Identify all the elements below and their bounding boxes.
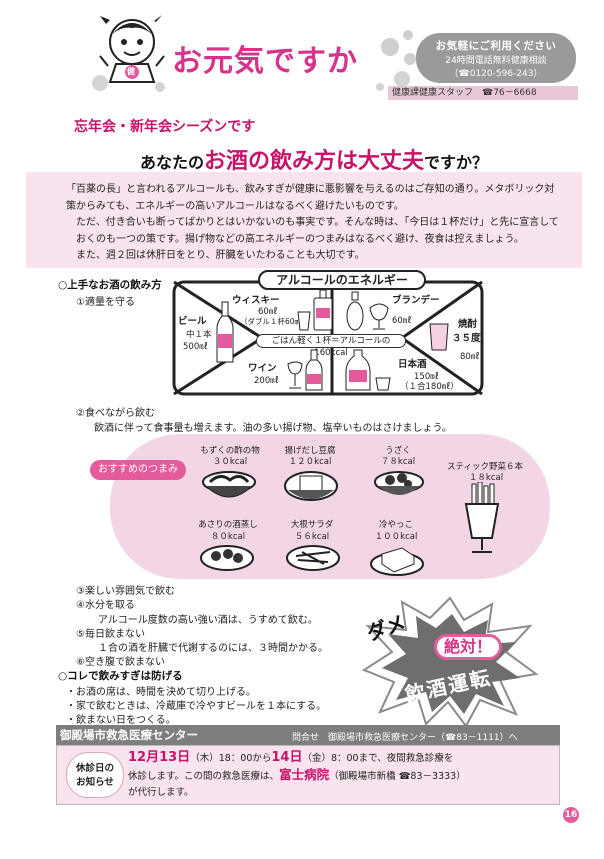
bullet-item: ・お酒の席は、時間を決めて切り上げる。 — [66, 687, 256, 698]
tip-description: アルコール度数の高い強い酒は、うすめて飲む。 — [98, 615, 318, 626]
snack-name: あさりの酒蒸し — [198, 520, 258, 530]
snack-name: 大根サラダ — [290, 520, 334, 530]
notice-text: 休診します。この間の救急医療は、 — [128, 771, 280, 782]
mozuku-dish-icon — [202, 471, 256, 498]
snack-calories: ７８kcal — [380, 457, 416, 467]
whisky-volume: 60㎖ — [258, 307, 278, 317]
emergency-contact: 問合せ 御殿場市救急医療センター（☎83－1111）へ — [292, 733, 518, 743]
shochu-degree: ３５度 — [452, 333, 481, 344]
page-number: 16 — [563, 807, 579, 823]
wine-volume: 200㎖ — [254, 376, 279, 386]
intro-paragraph: また、週２回は休肝日をとり、肝臓をいたわることも大切です。 — [76, 250, 365, 261]
tips-heading: ○上手なお酒の飲み方 — [58, 279, 162, 291]
brandy-bottle-icon — [346, 291, 389, 331]
brandy-name: ブランデー — [392, 295, 440, 306]
tip-item: ②食べながら飲む — [76, 408, 155, 419]
uzaku-dish-icon — [374, 471, 424, 495]
holiday-badge: 休診日の お知らせ — [66, 752, 124, 798]
tip-item: ⑥空き腹で飲まない — [76, 657, 165, 668]
shochu-glass-icon — [429, 323, 449, 351]
sake-volume: 150㎖ — [414, 372, 439, 382]
shochu-volume: 80㎖ — [460, 352, 480, 362]
hotline-box: お気軽にご利用ください 24時間電話無料健康相談 （☎0120-596-243） — [416, 33, 576, 83]
whisky-name: ウィスキー — [232, 295, 280, 306]
notice-text: （御殿場市新橋 ☎83－3333） — [329, 771, 466, 782]
tip-item: ①適量を守る — [76, 297, 135, 308]
sake-name: 日本酒 — [398, 359, 427, 370]
hotline-title: お気軽にご利用ください — [435, 40, 557, 52]
shochu-name: 焼酎 — [458, 319, 478, 330]
closure-date-end: 14日 — [271, 750, 303, 765]
snack-calories: １００kcal — [374, 532, 418, 542]
intro-box: 「百薬の長」と言われるアルコールも、飲みすぎが健康に悪影響を与えるのはご存知の通… — [26, 172, 582, 268]
rice-equivalence: ごはん軽く１杯＝アルコールの160kcal — [256, 334, 406, 358]
beer-volume: 500㎖ — [183, 342, 208, 352]
tip-item: ③楽しい雰囲気で飲む — [76, 586, 175, 597]
snack-calories: ５６kcal — [294, 532, 330, 542]
hotline-subtitle: 24時間電話無料健康相談 — [445, 56, 547, 66]
snack-badge: おすすめのつまみ — [90, 460, 186, 480]
beer-amount: 中１本 — [186, 330, 212, 340]
tip-description: 飲酒に伴って食事量も増えます。油の多い揚げ物、塩辛いものはさけましょう。 — [94, 423, 452, 434]
beer-bottle-icon — [216, 301, 234, 363]
holiday-badge-line: お知らせ — [76, 777, 114, 788]
hotline-number: （☎0120-596-243） — [449, 69, 543, 79]
snack-name: うざく — [385, 446, 411, 456]
intro-paragraph: ただ、付き合いも断ってばかりとはいかないのも事実です。そんな時は、「今日は１杯だ… — [76, 217, 559, 245]
snack-calories: １８kcal — [468, 473, 504, 483]
alcohol-energy-title: アルコールのエネルギー — [258, 270, 426, 290]
wine-bottle-icon — [287, 349, 323, 391]
headline-pre: あなたの — [140, 153, 205, 172]
page-title: お元気ですか — [172, 44, 358, 79]
hiyayakko-dish-icon — [370, 547, 424, 576]
notice-text: が代行します。 — [128, 787, 194, 798]
snack-name: 冷やっこ — [378, 520, 413, 530]
hospital-name: 富士病院 — [279, 767, 330, 782]
emergency-header — [56, 725, 560, 745]
holiday-badge-line: 休診日の — [75, 763, 114, 774]
headline-question: あなたのお酒の飲み方は大丈夫ですか？ — [140, 143, 488, 175]
sake-bottle-icon — [345, 349, 391, 391]
snack-calories: ８０kcal — [210, 532, 246, 542]
mascot-illustration — [99, 15, 165, 83]
mascot-badge-text: 健 — [127, 67, 135, 76]
closure-date-start: 12月13日 — [128, 750, 191, 765]
header-decoration — [92, 30, 416, 92]
headline-season: 忘年会・新年会シーズンです — [74, 119, 256, 135]
wine-name: ワイン — [248, 363, 277, 374]
bullet-item: ・飲まない日をつくる。 — [66, 715, 176, 726]
snack-name: もずくの酢の物 — [200, 446, 260, 456]
asari-dish-icon — [200, 545, 254, 571]
bullet-item: ・家で飲むときは、冷蔵庫で冷やすビールを１本にする。 — [66, 701, 327, 712]
daikon-salad-icon — [286, 545, 340, 571]
whisky-bottle-icon — [297, 289, 333, 331]
intro-paragraph: 「百薬の長」と言われるアルコールも、飲みすぎが健康に悪影響を与えるのはご存知の通… — [66, 184, 555, 212]
tip-item: ⑤毎日飲まない — [76, 629, 145, 640]
headline-post: ですか？ — [424, 153, 489, 172]
emergency-notice: 12月13日（木）18：00から14日（金）8：00まで、夜間救急診療を 休診し… — [128, 750, 554, 801]
no-drunk-driving-burst — [361, 596, 539, 728]
agedashi-dish-icon — [284, 471, 338, 501]
emergency-body — [56, 745, 560, 805]
staff-contact: 健康課健康スタッフ ☎76－6668 — [388, 86, 578, 100]
tip-item: ④水分を取る — [76, 600, 135, 611]
headline-emphasis: お酒の飲み方は大丈夫 — [204, 149, 425, 174]
tips-heading: ○コレで飲みすぎは防げる — [58, 670, 183, 682]
beer-name: ビール — [178, 316, 207, 327]
tip-description: １合の酒を肝臓で代謝するのには、３時間かかる。 — [98, 643, 328, 654]
veggie-sticks-icon — [464, 482, 500, 553]
snack-calories: １２０kcal — [288, 457, 332, 467]
snack-name: スティック野菜６本 — [447, 462, 523, 472]
emergency-title: 御殿場市救急医療センター — [60, 728, 198, 742]
notice-text: （木）18：00から — [190, 753, 272, 764]
sake-note: （１合180㎖） — [400, 382, 459, 392]
whisky-note: （ダブル１杯60㎖） — [240, 317, 310, 326]
snack-calories: ３０kcal — [212, 457, 248, 467]
zettai-text: 絶対！ — [434, 634, 502, 660]
notice-text: （金）8：00まで、夜間救急診療を — [302, 753, 454, 764]
snack-name: 揚げだし豆腐 — [284, 446, 336, 456]
brandy-volume: 60㎖ — [392, 316, 412, 326]
